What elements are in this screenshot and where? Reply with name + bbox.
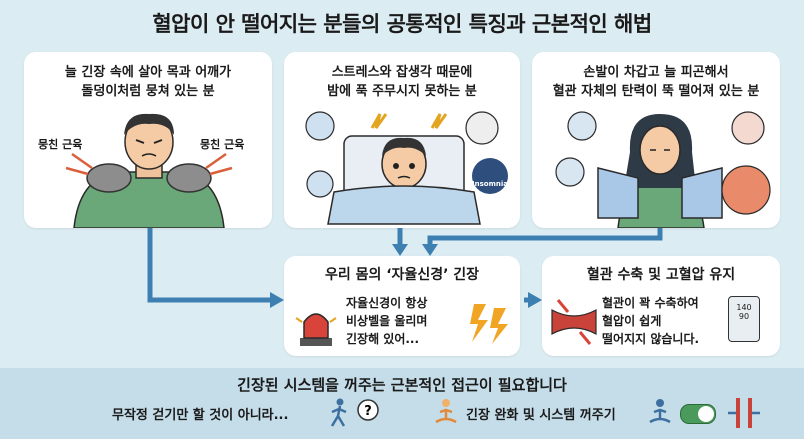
tense-man-illustration	[65, 113, 233, 228]
page-title: 혈압이 안 떨어지는 분들의 공통적인 특징과 근본적인 해법	[152, 12, 652, 36]
card-autonomic-tension: 우리 몸의 ‘자율신경’ 긴장 자율신경이 항상 비상벨을 울리며 긴장해 있어…	[284, 256, 520, 356]
cold-hands-woman-illustration	[555, 111, 771, 228]
card-caption-line2: 밤에 푹 주무시지 못하는 분	[327, 84, 477, 99]
card-caption-line1: 손발이 차갑고 늘 피곤해서	[583, 65, 729, 80]
bp-diastolic: 90	[738, 312, 750, 321]
card-caption-line2: 돌덩이처럼 뭉쳐 있는 분	[81, 84, 215, 99]
walking-person-icon	[330, 398, 347, 427]
card-caption-line1: 스트레스와 잡생각 때문에	[331, 65, 473, 80]
muscle-label-right: 뭉친 근육	[200, 138, 245, 151]
card-cold-hands: 손발이 차갑고 늘 피곤해서 혈관 자체의 탄력이 뚝 떨어져 있는 분	[532, 52, 780, 228]
card-vasoconstriction: 혈관 수축 및 고혈압 유지 혈관이 꽉 수축하여 혈압이 쉽게 떨어지지 않습…	[542, 256, 780, 356]
meditation-person-icon	[649, 399, 671, 424]
svg-text:?: ?	[364, 404, 372, 419]
lightning-icon	[470, 304, 508, 344]
bottom-right-text: 긴장 완화 및 시스템 꺼주기	[466, 408, 616, 423]
card-tense-shoulders: 늘 긴장 속에 살아 목과 어깨가 돌덩이처럼 뭉쳐 있는 분 뭉친 근육 뭉친…	[24, 52, 272, 228]
insomnia-badge: Insomnia	[472, 180, 508, 188]
center-text-3: 긴장해 있어...	[346, 332, 420, 346]
right-text-1: 혈관이 꽉 수축하여	[602, 296, 699, 310]
bottom-banner	[0, 368, 804, 439]
question-icon: ?	[357, 399, 379, 421]
card-caption-line2: 혈관 자체의 탄력이 뚝 떨어져 있는 분	[552, 84, 760, 99]
bp-monitor: 140 90	[728, 296, 760, 342]
muscle-label-left: 뭉친 근육	[38, 138, 83, 151]
system-toggle[interactable]	[680, 404, 716, 424]
right-text-2: 혈압이 쉽게	[602, 314, 662, 328]
bottom-title: 긴장된 시스템을 꺼주는 근본적인 접근이 필요합니다	[237, 376, 567, 394]
center-title: 우리 몸의 ‘자율신경’ 긴장	[324, 267, 480, 283]
right-title: 혈관 수축 및 고혈압 유지	[586, 267, 736, 283]
sleepless-man-illustration	[305, 111, 508, 225]
alarm-bell-icon	[295, 313, 337, 346]
card-insomnia: 스트레스와 잡생각 때문에 밤에 푹 주무시지 못하는 분 Insomnia	[284, 52, 520, 228]
meditation-icon	[435, 399, 457, 424]
bp-systolic: 140	[736, 303, 752, 312]
toggle-knob	[698, 406, 714, 422]
relaxed-vessel-icon	[728, 398, 760, 428]
bottom-left-text: 무작정 걷기만 할 것이 아니라...	[112, 408, 289, 423]
center-text-2: 비상벨을 울리며	[346, 314, 428, 328]
constricted-vessel-icon	[551, 299, 597, 345]
card-caption-line1: 늘 긴장 속에 살아 목과 어깨가	[64, 65, 232, 80]
right-text-3: 떨어지지 않습니다.	[602, 332, 700, 346]
center-text-1: 자율신경이 항상	[346, 296, 428, 310]
